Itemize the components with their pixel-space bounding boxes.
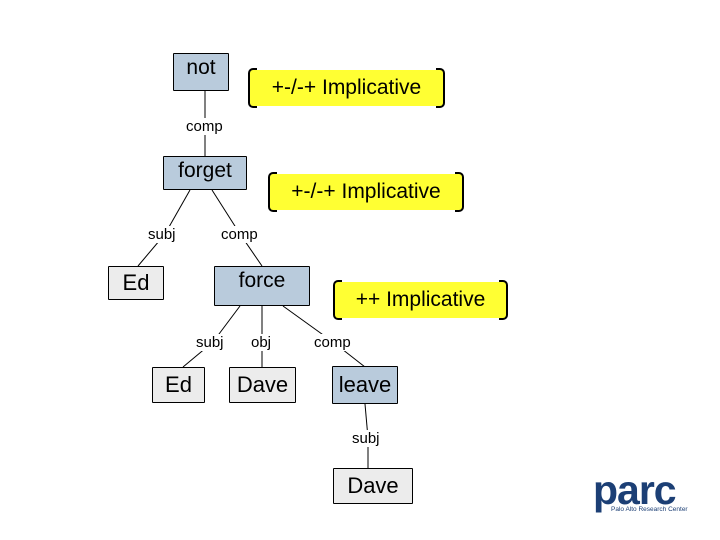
parc-logo-tagline: Palo Alto Research Center	[611, 506, 688, 513]
node-dave-1: Dave	[229, 367, 296, 403]
node-not: not	[173, 53, 229, 91]
label-forget-subj: subj	[145, 226, 179, 243]
label-forget-comp: comp	[218, 226, 261, 243]
node-ed-1-label: Ed	[122, 270, 150, 295]
parc-logo: parc Palo Alto Research Center	[593, 467, 703, 521]
node-forget: forget	[163, 156, 247, 190]
implicative-badge-2-text: +-/-+ Implicative	[291, 180, 441, 203]
implicative-badge-3: ++ Implicative	[333, 280, 508, 320]
node-force: force	[214, 266, 310, 306]
node-dave-2-label: Dave	[347, 473, 399, 498]
node-not-label: not	[186, 56, 216, 79]
label-force-subj: subj	[193, 334, 227, 351]
implicative-badge-3-text: ++ Implicative	[355, 288, 486, 311]
node-ed-1: Ed	[108, 266, 164, 300]
node-ed-2: Ed	[152, 367, 205, 403]
node-leave: leave	[332, 366, 398, 404]
node-ed-2-label: Ed	[165, 372, 192, 397]
node-forget-label: forget	[178, 159, 232, 182]
label-not-comp: comp	[183, 118, 226, 135]
implicative-badge-1: +-/-+ Implicative	[248, 68, 445, 108]
node-leave-label: leave	[338, 372, 392, 397]
node-force-label: force	[238, 269, 286, 292]
implicative-badge-2: +-/-+ Implicative	[268, 172, 464, 212]
implicative-badge-1-text: +-/-+ Implicative	[271, 76, 422, 99]
node-dave-1-label: Dave	[236, 372, 289, 397]
node-dave-2: Dave	[333, 468, 413, 504]
label-force-comp: comp	[311, 334, 354, 351]
label-force-obj: obj	[248, 334, 275, 351]
parc-logo-word: parc	[593, 467, 677, 513]
label-leave-subj: subj	[349, 430, 383, 447]
